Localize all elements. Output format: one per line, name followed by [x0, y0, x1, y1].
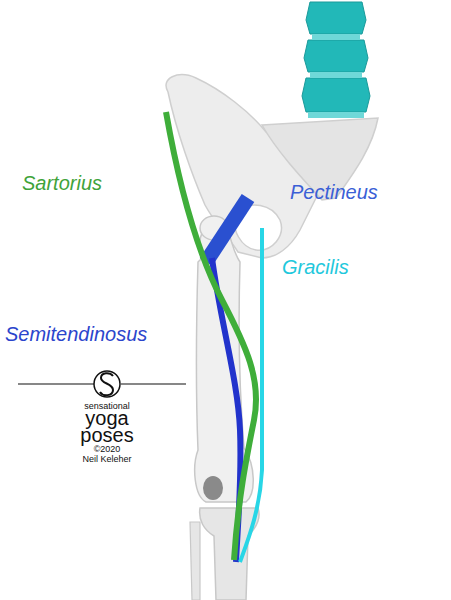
muscle-label: Gracilis — [282, 257, 349, 277]
logo-s-mark — [100, 373, 113, 395]
pectineus-muscle — [206, 198, 248, 262]
logo-circle — [94, 371, 120, 397]
patella — [203, 476, 223, 500]
muscle-label: Semitendinosus — [5, 324, 147, 344]
logo-text: poses — [80, 425, 133, 445]
vertebral-discs — [308, 34, 364, 118]
fibula — [190, 522, 200, 600]
logo-rule — [18, 383, 94, 384]
muscle-label: Pectineus — [290, 182, 378, 202]
logo-text: ©2020 — [94, 445, 121, 454]
tibia — [200, 508, 259, 600]
sartorius-muscle — [166, 112, 256, 560]
lumbar-spine — [302, 2, 370, 112]
logo-rule — [121, 383, 186, 384]
muscle-label: Sartorius — [22, 173, 102, 193]
logo-text: Neil Keleher — [82, 455, 131, 464]
